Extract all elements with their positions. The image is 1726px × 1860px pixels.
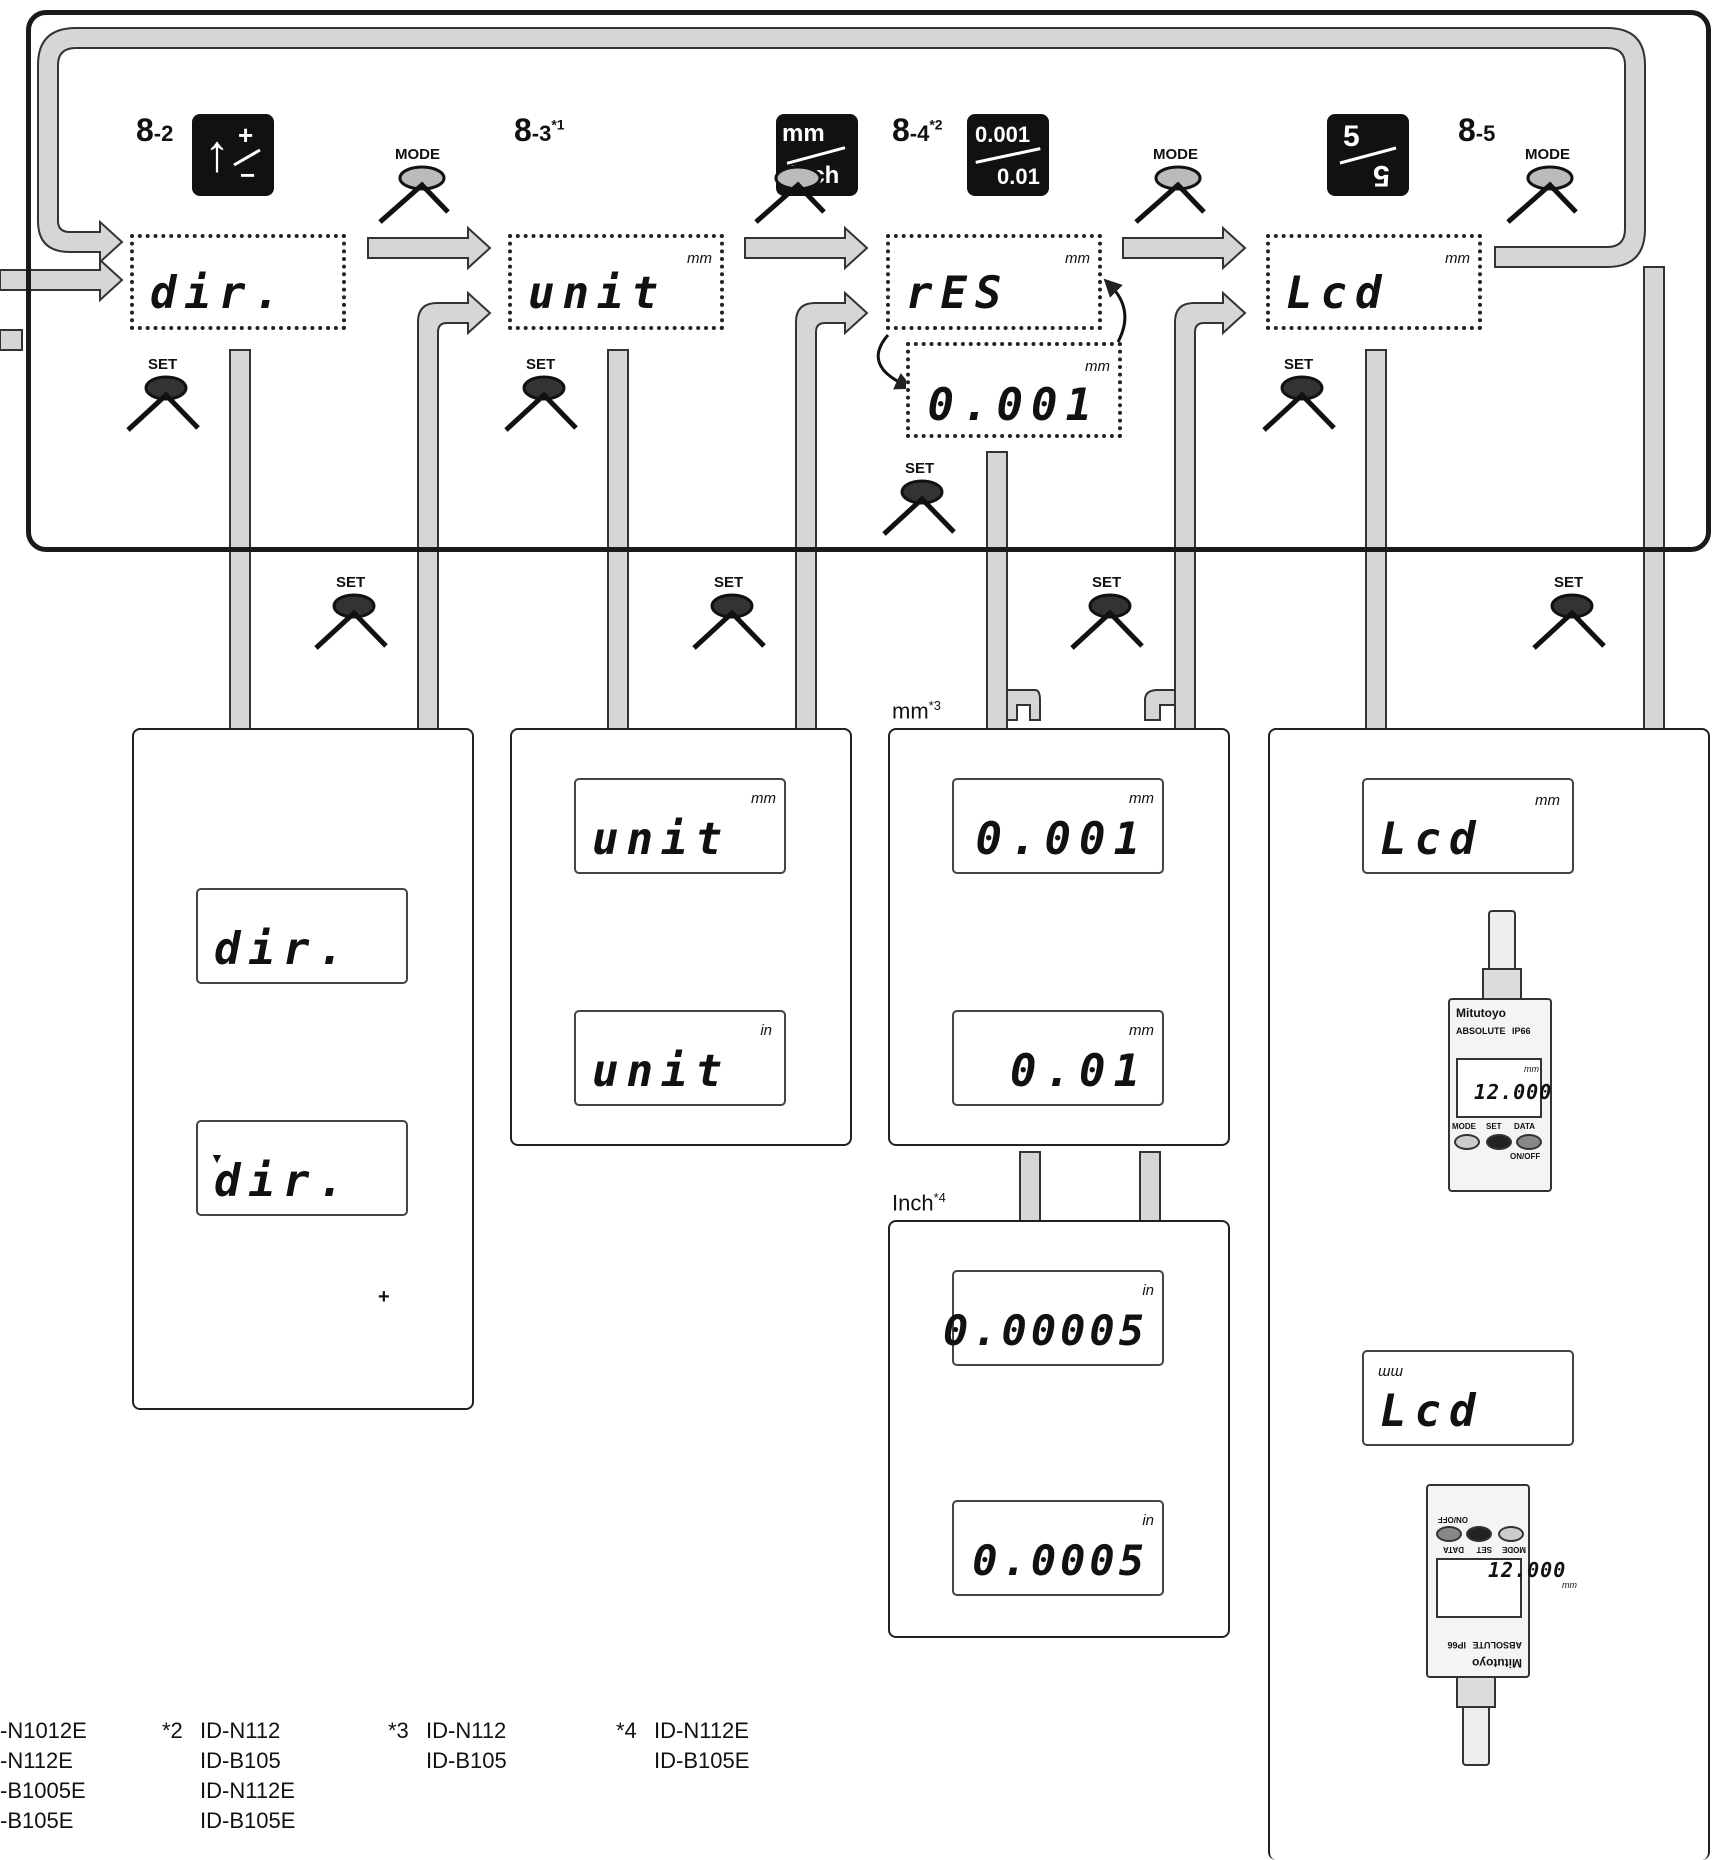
set-label-3: SET [905, 460, 935, 477]
display-dir: dir. [130, 234, 346, 330]
step-label-8-4: 8-4*2 [892, 112, 943, 148]
set-press-icon-4 [1262, 375, 1336, 432]
mode-label-1: MODE [395, 146, 440, 163]
set-label-7: SET [1092, 574, 1122, 591]
set-press-icon-8 [1532, 593, 1606, 650]
footnote-4-label: *4 [616, 1718, 637, 1743]
set-label-2: SET [526, 356, 556, 373]
res-curve-right [1103, 278, 1127, 343]
return-res [1174, 290, 1247, 731]
device-flipped: Mitutoyo ABSOLUTE IP66 MODE SET DATA ON/… [1426, 1484, 1530, 1766]
res-curve-left [876, 334, 914, 390]
set-label-6: SET [714, 574, 744, 591]
panel-direction [132, 728, 474, 1410]
display-lcd: mm Lcd [1266, 234, 1482, 330]
dir-display-1: dir. [196, 888, 408, 984]
set-press-icon-1 [126, 375, 200, 432]
set-press-icon-6 [692, 593, 766, 650]
mode-label-3: MODE [1153, 146, 1198, 163]
caption-inch: Inch*4 [892, 1190, 946, 1216]
footnote-1: -N1012E-N112E-B1005E-B105E [0, 1718, 87, 1833]
display-res-value: mm 0.001 [906, 342, 1122, 438]
res-hook-right [1144, 689, 1176, 721]
return-dir [417, 290, 492, 731]
set-label-5: SET [336, 574, 366, 591]
step-label-8-5: 8-5 [1458, 112, 1496, 148]
mode-arrow-3 [1122, 225, 1247, 271]
step-label-8-2: 8-2 [136, 112, 174, 148]
device-flipped-unit: mm [1562, 1580, 1577, 1590]
mode-press-icon-3 [1134, 165, 1206, 224]
mode-press-icon-4 [1506, 165, 1578, 224]
device-set-button [1486, 1134, 1512, 1150]
mode-arrow-2 [744, 225, 869, 271]
settings-frame [26, 10, 1711, 552]
res-display-1: mm 0.001 [952, 778, 1164, 874]
step-label-8-3: 8-3*1 [514, 112, 565, 148]
set-label-4: SET [1284, 356, 1314, 373]
device-upright: Mitutoyo ABSOLUTE IP66 12.000 mm MODE SE… [1448, 910, 1552, 1192]
lcd-flip-icon: 5 5 [1327, 114, 1409, 196]
display-res: mm rES [886, 234, 1102, 330]
triangle-indicator-icon: ▼ [210, 1150, 224, 1166]
set-label-1: SET [148, 356, 178, 373]
set-label-8: SET [1554, 574, 1584, 591]
set-press-icon-3 [882, 479, 956, 536]
device-data-button [1516, 1134, 1542, 1150]
res-display-4: in 0.0005 [952, 1500, 1164, 1596]
input-arrow-2 [0, 329, 23, 351]
res-display-2: mm 0.01 [952, 1010, 1164, 1106]
unit-display-1: mm unit [574, 778, 786, 874]
direction-icon: ↑ + − [192, 114, 274, 196]
resolution-icon: 0.001 0.01 [967, 114, 1049, 196]
mode-arrow-1 [367, 225, 492, 271]
footnote-3-label: *3 [388, 1718, 409, 1743]
set-press-icon-7 [1070, 593, 1144, 650]
loop-return-arrow [37, 27, 1646, 268]
display-unit: mm unit [508, 234, 724, 330]
plus-direction-label: + [378, 1286, 390, 1308]
device-mode-button [1454, 1134, 1480, 1150]
set-press-icon-2 [504, 375, 578, 432]
mode-label-4: MODE [1525, 146, 1570, 163]
lcd-display-2: mm Lcd [1362, 1350, 1574, 1446]
res-display-3: in 0.00005 [943, 1270, 1164, 1366]
mode-press-icon-2 [754, 165, 826, 224]
dir-display-2: ▼ dir. [196, 1120, 408, 1216]
caption-mm: mm*3 [892, 698, 941, 724]
unit-display-2: in unit [574, 1010, 786, 1106]
lcd-display-1: mm Lcd [1362, 778, 1574, 874]
return-unit [795, 290, 869, 731]
set-press-icon-5 [314, 593, 388, 650]
footnote-2-label: *2 [162, 1718, 183, 1743]
res-hook-left [1006, 689, 1041, 721]
mode-press-icon-1 [378, 165, 450, 224]
device-flipped-reading: 12.000 [1488, 1558, 1567, 1582]
